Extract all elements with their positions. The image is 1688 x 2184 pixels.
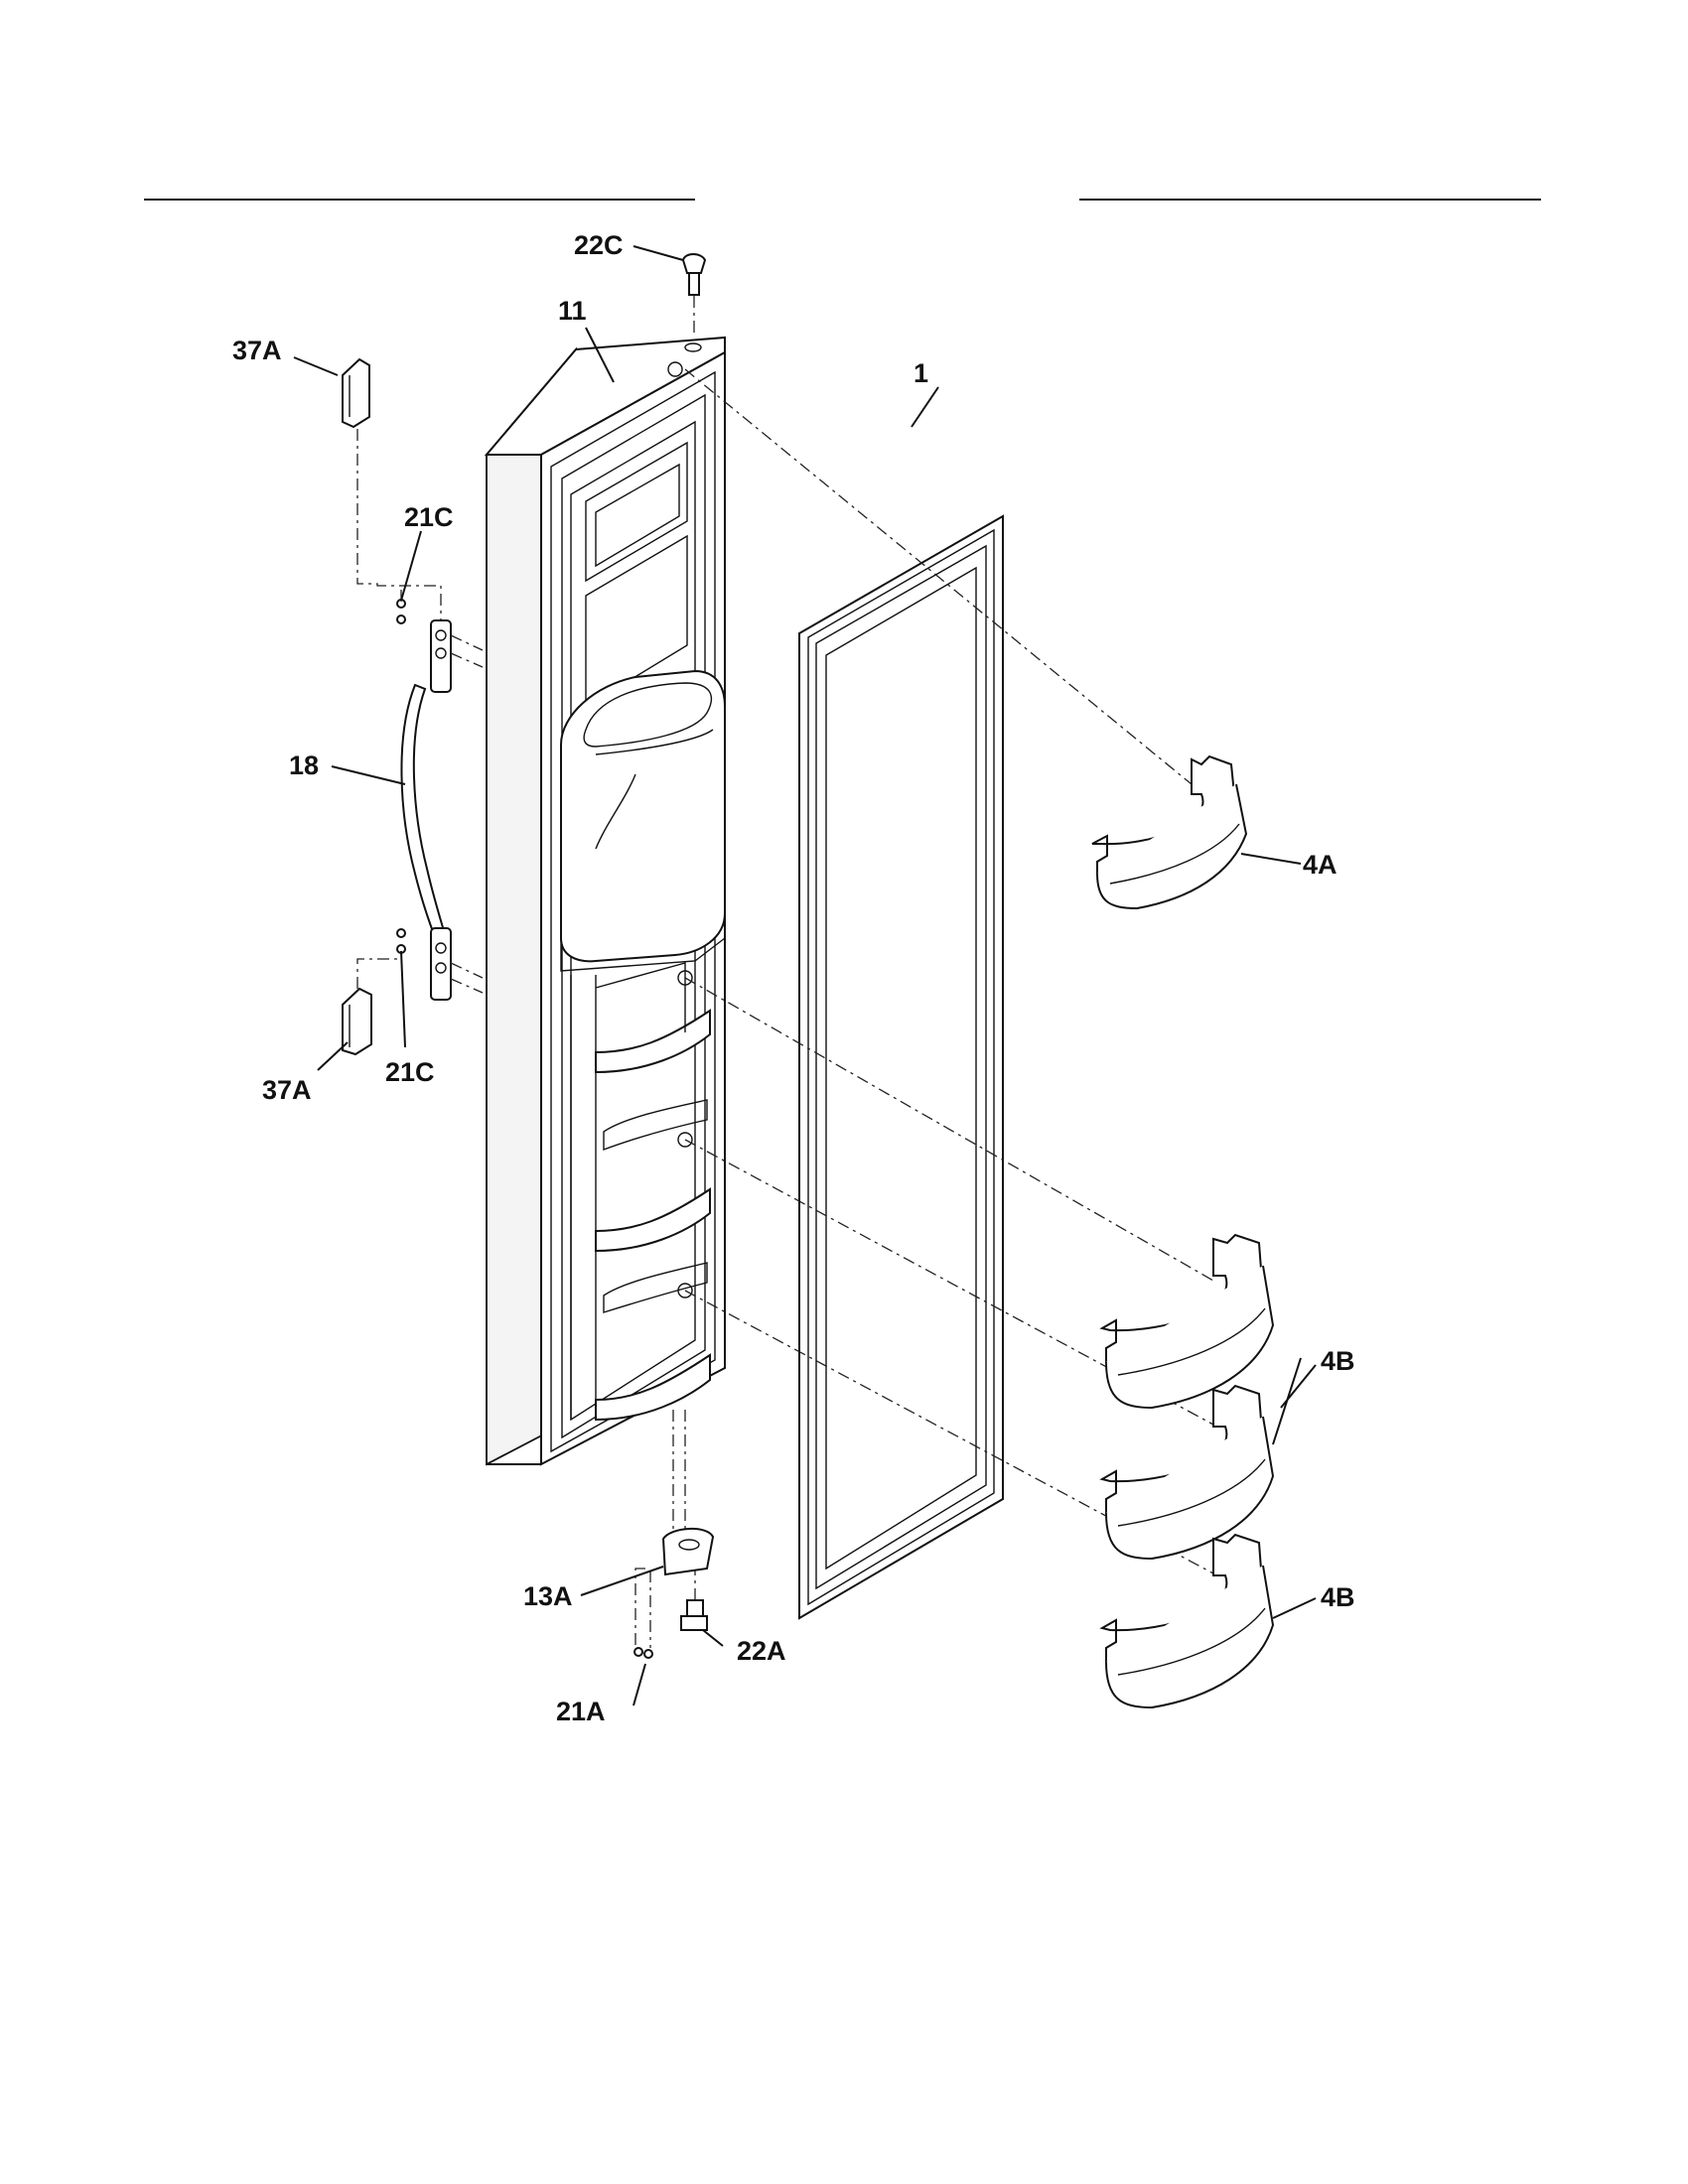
label-11: 11 xyxy=(558,296,587,326)
handle-end-cap-top xyxy=(342,357,370,429)
label-18: 18 xyxy=(289,751,319,780)
label-21C-top: 21C xyxy=(404,502,454,532)
door-bin-4B-upper xyxy=(1099,1233,1275,1410)
handle-end-cap-bottom xyxy=(342,987,372,1056)
label-1: 1 xyxy=(914,358,928,388)
label-21A: 21A xyxy=(556,1697,606,1726)
door-bin-4B-middle xyxy=(1099,1384,1275,1561)
label-37A-bottom: 37A xyxy=(262,1075,312,1105)
label-4B-upper: 4B xyxy=(1321,1346,1355,1376)
door-gasket xyxy=(798,514,1004,1620)
door-handle xyxy=(400,619,452,1001)
label-21C-bottom: 21C xyxy=(385,1057,435,1087)
label-22A: 22A xyxy=(737,1636,786,1666)
label-13A: 13A xyxy=(523,1581,573,1611)
handle-screws-bottom xyxy=(396,928,406,954)
label-22C: 22C xyxy=(574,230,624,260)
label-37A-top: 37A xyxy=(232,336,282,365)
handle-screws-top xyxy=(396,599,406,624)
door-bin-4A xyxy=(1091,754,1248,910)
leader-lines xyxy=(293,245,1317,1706)
alignment-lines xyxy=(356,368,1214,1648)
label-4A: 4A xyxy=(1303,850,1337,880)
part-labels: 22C 11 37A 21C 1 18 4A 21C 37A 4B 13A 22… xyxy=(232,230,1355,1726)
hinge-pin-bottom xyxy=(680,1599,708,1631)
hinge-screws-bottom xyxy=(633,1647,653,1659)
hinge-bracket-bottom xyxy=(661,1528,715,1576)
label-4B-lower: 4B xyxy=(1321,1582,1355,1612)
door-bin-4B-lower xyxy=(1099,1533,1275,1709)
door-assembly xyxy=(484,336,726,1466)
hinge-pin-top xyxy=(681,253,707,336)
